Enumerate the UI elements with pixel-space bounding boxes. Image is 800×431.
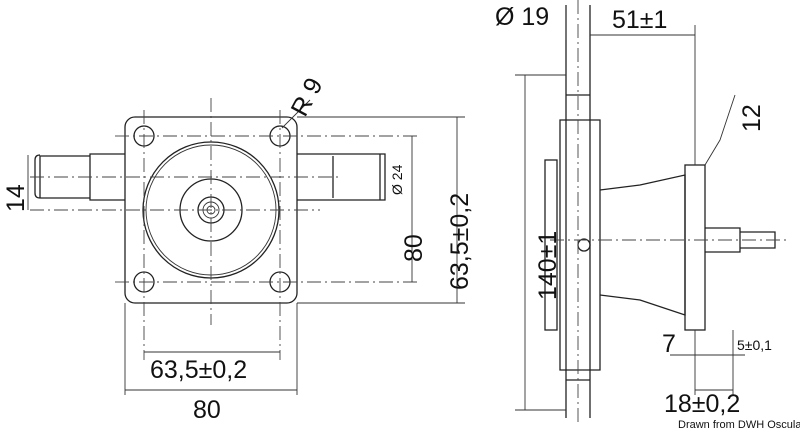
pump-body: [559, 119, 601, 371]
left-flange: [544, 159, 558, 331]
plate-height-label: 63,5±0,2: [446, 193, 474, 290]
body-taper: [599, 174, 686, 316]
drive-shaft: [705, 227, 776, 253]
right-pipe: [297, 153, 386, 201]
vertical-pipe: [565, 5, 591, 418]
front-view: R 9 14 Ø 24 80 63,5±0,2 63,5±0,2 80: [2, 73, 474, 424]
label-5: 5±0,1: [737, 337, 772, 353]
right-flange: [684, 164, 706, 331]
plate-width-label: 80: [193, 396, 221, 424]
height-label: 140±1: [534, 231, 562, 300]
screw: [577, 238, 591, 252]
credit: Drawn from DWH Osculati Srl: [678, 419, 800, 431]
side-pipe-diameter-label: Ø 19: [495, 3, 549, 31]
label-18: 18±0,2: [664, 390, 740, 418]
label-7: 7: [662, 330, 676, 358]
radius-label: R 9: [286, 73, 329, 120]
offset-label: 51±1: [612, 6, 667, 34]
pipe-diameter-label: Ø 24: [389, 164, 405, 195]
pipe-height-label: 14: [2, 184, 30, 212]
hole-spacing-horizontal-label: 63,5±0,2: [150, 356, 247, 384]
side-view: Ø 19 51±1 12 140±1 7 5±0,1 18±0,2: [495, 0, 790, 425]
flange-label: 12: [738, 104, 766, 132]
hole-spacing-vertical-label: 80: [400, 234, 428, 262]
